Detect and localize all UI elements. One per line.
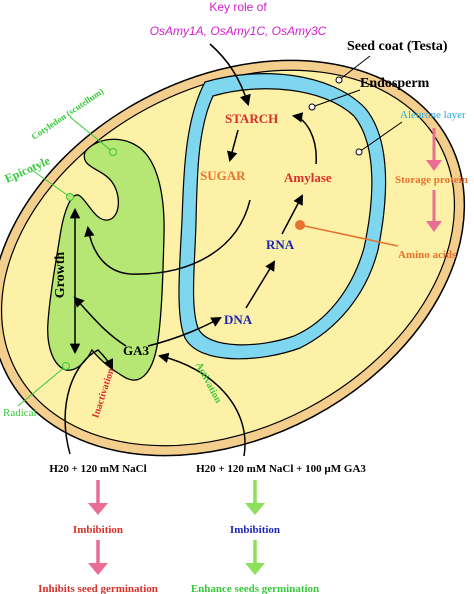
endosperm-pointer [311,89,361,108]
pink-arrowhead [88,503,108,515]
starch-label: STARCH [225,111,278,126]
seed-body [0,59,466,457]
seed-coat-label: Seed coat (Testa) [347,39,448,54]
endosperm-label: Endosperm [360,76,430,91]
amino-acids-label: Amino acids [398,249,457,261]
title-line-2: OsAmy1A, OsAmy1C, OsAmy3C [150,24,327,38]
radical-pointer [17,365,67,407]
pink-arrowhead [426,160,442,171]
aleurone-layer-label: Aleurone layer [400,109,466,121]
radical-label: Radical [3,407,37,419]
endosperm-inner-shape [192,88,373,346]
title-line-1: Key role of [209,0,267,14]
pink-arrowhead [426,221,442,232]
embryo-shape [47,138,165,381]
left-arrow-1 [88,480,108,515]
right-arrow-2 [245,540,265,575]
radical-dot [62,362,70,370]
right-condition-text: H20 + 120 mM NaCl + 100 µM GA3 [196,463,366,475]
left-treatment-curve [64,349,113,455]
left-arrow-2 [88,540,108,575]
ga3-label: GA3 [123,343,150,358]
right-step-text: Imbibition [230,524,280,536]
endosperm-pointer-dot [308,103,316,111]
cotyledon-pointer [69,116,114,153]
green-arrowhead [245,563,265,575]
growth-label: Growth [53,252,68,299]
amylase-label: Amylase [284,170,332,185]
sugar-to-embryo-arrow [84,199,251,275]
dna-to-rna-arrow [245,260,276,309]
starch-to-sugar-arrow [227,129,239,163]
storage-protein-chain: Storage protein [395,128,468,232]
aleurone-pointer [358,121,403,153]
amylase-to-starch-arrow [291,112,317,165]
right-arrow-1 [245,480,265,515]
rna-label: RNA [266,237,295,252]
seed-coat-pointer-dot [335,76,343,84]
amino-acid-pointer [299,224,399,247]
storage-protein-label: Storage protein [395,174,468,186]
title-arrow [209,43,251,107]
right-treatment-curve [157,352,246,457]
epicotyle-pointer [31,169,71,198]
cotyledon-dot [109,148,117,156]
dna-label: DNA [224,312,253,327]
sugar-label: SUGAR [200,168,246,183]
rna-to-amylase-arrow [281,194,303,235]
ga3-to-dna-arrow [147,316,222,347]
right-outcome-text: Enhance seeds germination [191,583,319,594]
growth-to-ga3-arrow [73,296,127,347]
seed-coat-pointer [338,55,371,81]
epicotyle-dot [66,193,74,201]
aleurone-pointer-dot [355,148,363,156]
pink-arrowhead [88,563,108,575]
left-step-text: Imbibition [73,524,123,536]
green-arrowhead [245,503,265,515]
left-outcome-text: Inhibits seed germination [38,583,158,594]
left-condition-text: H20 + 120 mM NaCl [49,463,146,475]
